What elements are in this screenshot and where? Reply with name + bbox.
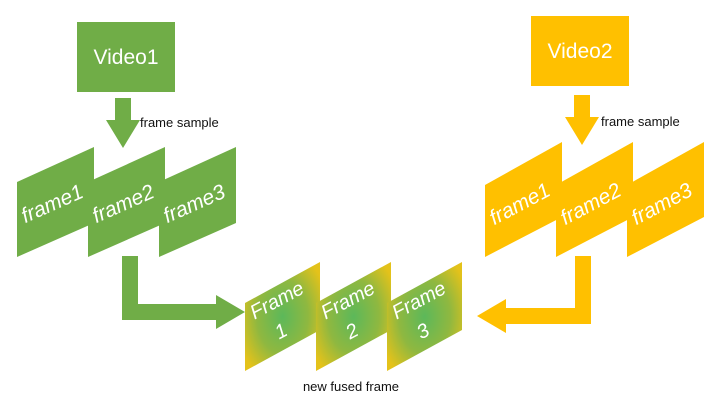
fused-frame-3 (387, 262, 462, 371)
fused-frame-1 (245, 262, 320, 371)
video2-label: Video2 (547, 40, 612, 63)
video1-down-arrow (106, 98, 140, 148)
video2-down-arrow (565, 95, 599, 145)
video1-box (77, 22, 175, 92)
video2-frame-3 (627, 142, 704, 257)
video1-frame-3 (159, 147, 236, 257)
fused-frame-2 (316, 262, 391, 371)
video2-box (531, 16, 629, 86)
video1-label: Video1 (93, 46, 158, 69)
video2-group: Video2 frame sample frame1 frame2 frame3 (477, 16, 704, 333)
fused-group: Frame 1 Frame 2 Frame 3 new fused frame (245, 262, 462, 394)
video2-frame-1 (485, 142, 562, 257)
video1-group: Video1 frame sample frame1 frame2 frame3 (17, 22, 245, 329)
video1-frame-1 (17, 147, 94, 257)
video2-merge-arrow (477, 256, 591, 333)
video2-frame-2 (556, 142, 633, 257)
video1-sample-label: frame sample (140, 115, 219, 130)
fused-caption: new fused frame (303, 379, 399, 394)
video1-frame-2 (88, 147, 165, 257)
video2-sample-label: frame sample (601, 114, 680, 129)
video1-merge-arrow (122, 256, 245, 329)
